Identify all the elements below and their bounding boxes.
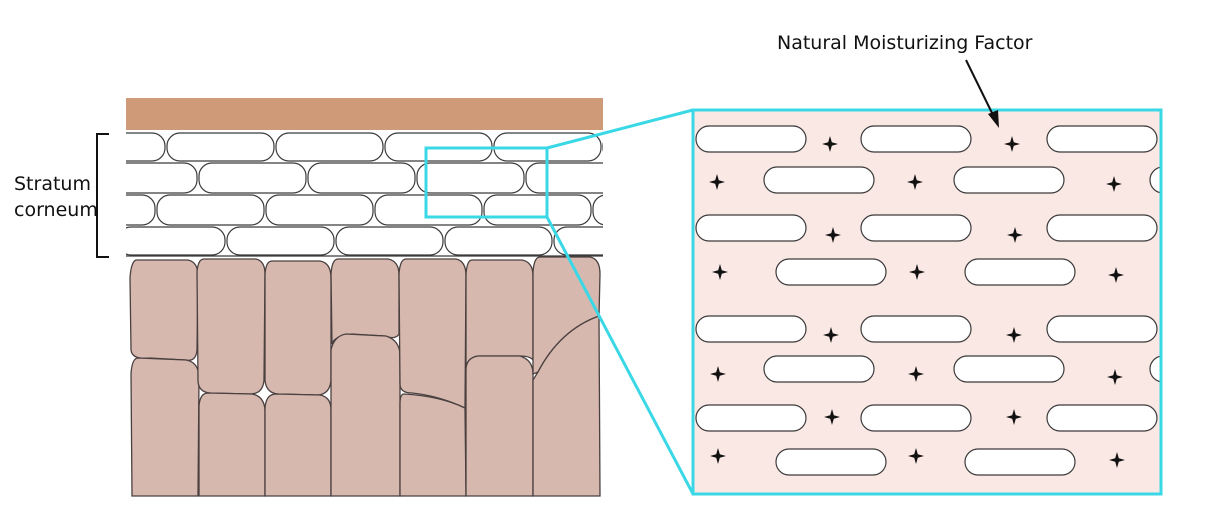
nmf-star-icon [908, 448, 924, 464]
corneocyte [198, 162, 307, 194]
nmf-star-icon [1109, 452, 1125, 468]
zoom-connector-top [546, 108, 694, 150]
nmf-star-icon [712, 264, 728, 280]
zoomed-corneocyte [695, 404, 807, 432]
corneocyte [592, 194, 603, 226]
nmf-star-icon [908, 366, 924, 382]
zoomed-corneocyte [1149, 355, 1161, 383]
nmf-star-icon [823, 327, 839, 343]
nmf-star-icon [1107, 369, 1123, 385]
nmf-star-icon [1004, 136, 1020, 152]
zoomed-corneocyte [1046, 214, 1158, 242]
corneocyte [166, 132, 275, 162]
zoomed-corneocyte [860, 125, 972, 153]
nmf-markers [709, 136, 1125, 468]
nmf-pointer-arrow-icon [965, 59, 999, 128]
zoomed-corneocyte [695, 125, 807, 153]
living-cell [330, 333, 401, 497]
living-cell [465, 355, 534, 497]
zoomed-corneocyte [775, 448, 887, 476]
corneocyte [483, 194, 592, 226]
zoomed-corneocyte [860, 214, 972, 242]
zoomed-corneocyte [763, 166, 875, 194]
nmf-star-icon [1108, 267, 1124, 283]
corneocyte [553, 226, 603, 256]
living-cell [129, 259, 199, 361]
nmf-star-icon [909, 264, 925, 280]
zoomed-corneocytes [695, 125, 1161, 476]
corneocyte [126, 226, 226, 256]
zoom-source-highlight [424, 146, 549, 219]
zoomed-corneocyte [964, 258, 1076, 286]
nmf-star-icon [1106, 176, 1122, 192]
nmf-star-icon [710, 448, 726, 464]
nmf-star-icon [1007, 227, 1023, 243]
corneocyte [156, 194, 265, 226]
nmf-star-icon [710, 366, 726, 382]
zoom-view-background [693, 110, 1161, 494]
corneocyte [275, 132, 384, 162]
zoomed-corneocyte [860, 315, 972, 343]
zoom-view-frame [691, 108, 1163, 496]
nmf-star-icon [825, 227, 841, 243]
corneocyte [307, 162, 416, 194]
corneocyte [226, 226, 335, 256]
living-cell [196, 258, 266, 395]
stratum-corneum-label-line2: corneum [14, 199, 98, 221]
living-cell [532, 315, 601, 497]
stratum-corneum-cells [126, 132, 603, 256]
zoomed-corneocyte [1046, 315, 1158, 343]
stratum-corneum-label-line1: Stratum [14, 173, 91, 195]
living-cell [130, 357, 200, 497]
corneocyte [265, 194, 374, 226]
living-cell [264, 260, 332, 396]
nmf-label: Natural Moisturizing Factor [777, 32, 1033, 54]
nmf-star-icon [824, 409, 840, 425]
corneocyte [335, 226, 444, 256]
living-cell [465, 259, 534, 371]
corneocyte [444, 226, 553, 256]
corneocyte [126, 162, 198, 194]
zoomed-corneocyte [1046, 125, 1158, 153]
corneocyte [374, 194, 483, 226]
nmf-star-icon [709, 174, 725, 190]
zoomed-corneocyte [953, 166, 1065, 194]
nmf-star-icon [1006, 409, 1022, 425]
zoomed-corneocyte [964, 448, 1076, 476]
corneocyte [126, 132, 166, 162]
living-cell [398, 258, 467, 410]
nmf-star-icon [907, 174, 923, 190]
zoom-connector-bottom [545, 216, 695, 495]
living-cell [264, 393, 332, 497]
zoomed-corneocyte [860, 404, 972, 432]
zoomed-corneocyte [695, 214, 807, 242]
living-epidermis-cells [129, 256, 601, 497]
zoomed-corneocyte [775, 258, 887, 286]
zoomed-corneocyte [1046, 404, 1158, 432]
living-cell [399, 393, 467, 497]
corneocyte [416, 162, 525, 194]
zoomed-corneocyte [763, 355, 875, 383]
zoomed-corneocyte [953, 355, 1065, 383]
living-cell [330, 258, 400, 345]
zoomed-corneocyte [1149, 166, 1161, 194]
nmf-star-icon [1006, 327, 1022, 343]
corneocyte [126, 194, 156, 226]
corneocyte [525, 162, 603, 194]
stratum-corneum-bracket [96, 133, 109, 258]
nmf-star-icon [822, 136, 838, 152]
living-cell [198, 392, 266, 497]
zoomed-corneocyte [695, 315, 807, 343]
stratum-corneum-label: Stratum corneum [14, 171, 98, 223]
skin-surface-layer [126, 98, 603, 130]
